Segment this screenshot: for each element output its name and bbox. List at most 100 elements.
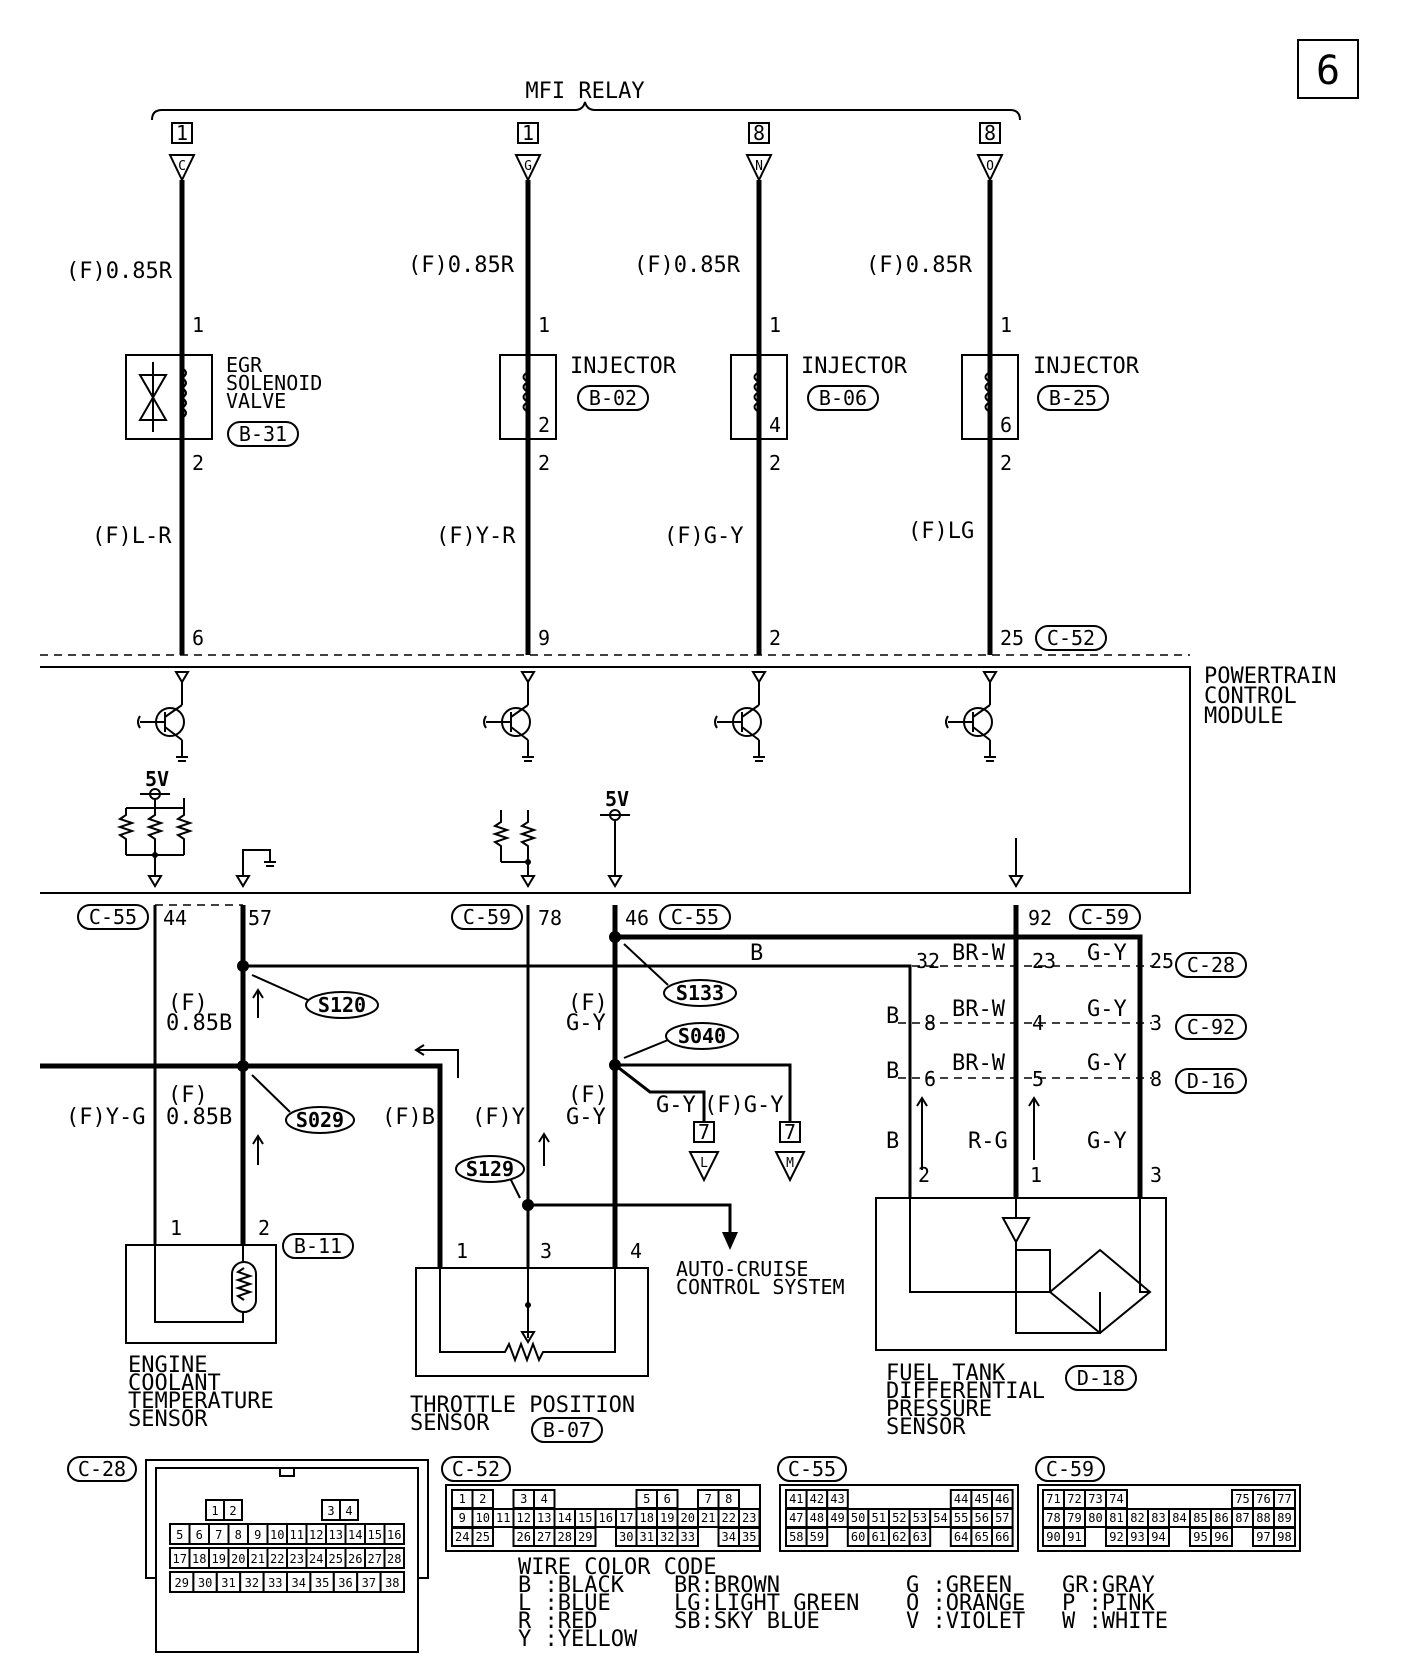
c52-pin: 25 bbox=[476, 1530, 490, 1544]
c59-pin: 85 bbox=[1193, 1511, 1207, 1525]
c55-pin: 59 bbox=[810, 1530, 824, 1544]
c59-pin: 96 bbox=[1214, 1530, 1228, 1544]
c59-pin: 77 bbox=[1277, 1492, 1291, 1506]
c52-pin: 32 bbox=[660, 1530, 674, 1544]
c59-pin: 79 bbox=[1067, 1511, 1081, 1525]
wire-label-lower-1: (F)L-R bbox=[92, 524, 172, 549]
relay-terminal-3: 8 N bbox=[745, 121, 773, 183]
splice-dot-s129 bbox=[522, 1199, 534, 1211]
svg-text:LG:LIGHT GREEN: LG:LIGHT GREEN bbox=[674, 1591, 859, 1616]
c59-pin: 89 bbox=[1277, 1511, 1291, 1525]
c52-pin: 16 bbox=[599, 1511, 613, 1525]
page-number-box bbox=[1297, 39, 1359, 99]
c55-pin: 64 bbox=[954, 1530, 968, 1544]
svg-text:BR-W: BR-W bbox=[952, 1051, 1006, 1076]
svg-text:7: 7 bbox=[698, 1120, 710, 1144]
svg-text:4: 4 bbox=[769, 413, 781, 437]
c59-pin: 98 bbox=[1277, 1530, 1291, 1544]
relay-terminal-1: 1 C bbox=[168, 121, 196, 183]
svg-text:THROTTLE POSITION: THROTTLE POSITION bbox=[410, 1393, 635, 1418]
wire-color-code: WIRE COLOR CODE B :BLACK L :BLUE R :RED … bbox=[518, 1555, 1168, 1652]
ftdps-pin-1: 1 bbox=[1030, 1163, 1042, 1187]
c28-pin: 7 bbox=[215, 1528, 222, 1542]
svg-text:C-55: C-55 bbox=[788, 1457, 836, 1481]
page-number: 6 bbox=[1316, 48, 1340, 94]
wire-label-gy-1b: G-Y bbox=[566, 1011, 606, 1036]
c52-pin: 20 bbox=[681, 1511, 695, 1525]
pcm-tps-resistors bbox=[491, 810, 538, 888]
c59-pin: 82 bbox=[1130, 1511, 1144, 1525]
splice-dot-s029 bbox=[237, 1060, 249, 1072]
c59-pin: 75 bbox=[1235, 1492, 1249, 1506]
wire-label-lower-4: (F)LG bbox=[908, 519, 974, 544]
c59-pin: 76 bbox=[1256, 1492, 1270, 1506]
c59-pin: 81 bbox=[1109, 1511, 1123, 1525]
c28-pin: 26 bbox=[348, 1552, 362, 1566]
wire-label-fgy: (F)G-Y bbox=[704, 1093, 783, 1118]
svg-text:C: C bbox=[178, 159, 186, 174]
c28-pin: 21 bbox=[251, 1552, 265, 1566]
harness-row-c28: 32 BR-W 23 G-Y 25 C-28 bbox=[916, 941, 1247, 978]
c52-pin: 26 bbox=[517, 1530, 531, 1544]
c59-pin: 87 bbox=[1235, 1511, 1249, 1525]
svg-text:S040: S040 bbox=[678, 1024, 726, 1048]
ftdps-pin-2: 2 bbox=[918, 1163, 930, 1187]
pcm-pin-2: 2 bbox=[769, 626, 781, 650]
tps-sensor: 1 3 4 THROTTLE POSITION SENSOR B-07 bbox=[410, 1239, 649, 1443]
c55-pin: 61 bbox=[871, 1530, 885, 1544]
pcm-label-2: CONTROL bbox=[1204, 684, 1297, 709]
c28-pin: 5 bbox=[176, 1528, 183, 1542]
svg-text:S029: S029 bbox=[296, 1108, 344, 1132]
c55-pin: 62 bbox=[892, 1530, 906, 1544]
svg-text:C-52: C-52 bbox=[452, 1457, 500, 1481]
pcm-conn-c55-left-label: C-55 bbox=[89, 905, 137, 929]
ect-sensor: 1 2 B-11 ENGINE COOLANT TEMPERATURE SENS… bbox=[125, 1216, 354, 1432]
harness-b-3: B bbox=[886, 1129, 899, 1154]
c59-pin: 93 bbox=[1130, 1530, 1144, 1544]
c52-pin: 1 bbox=[459, 1492, 466, 1506]
c59-pin: 80 bbox=[1088, 1511, 1102, 1525]
wire-s029-ground bbox=[40, 1063, 443, 1268]
c55-pin: 55 bbox=[954, 1511, 968, 1525]
pcm-box bbox=[40, 666, 1191, 894]
c28-pin: 35 bbox=[315, 1576, 329, 1590]
c55-pin: 56 bbox=[974, 1511, 988, 1525]
wire-label-gy-2b: G-Y bbox=[566, 1105, 606, 1130]
svg-text:8: 8 bbox=[924, 1011, 936, 1035]
svg-text:S133: S133 bbox=[676, 981, 724, 1005]
wire-label-fy: (F)Y bbox=[472, 1105, 525, 1130]
svg-text:EGR: EGR bbox=[226, 353, 263, 377]
c59-pin: 90 bbox=[1046, 1530, 1060, 1544]
c28-cell bbox=[383, 1523, 405, 1545]
pcm-driver-2 bbox=[483, 671, 536, 762]
svg-text:2: 2 bbox=[258, 1216, 270, 1240]
pcm-top-connector-label: C-52 bbox=[1047, 626, 1095, 650]
svg-text:V :VIOLET: V :VIOLET bbox=[906, 1609, 1025, 1634]
c28-pin: 38 bbox=[385, 1576, 399, 1590]
c28-cell bbox=[223, 1499, 243, 1521]
pcm-conn-c55-mid bbox=[659, 904, 731, 930]
svg-text:5V: 5V bbox=[145, 767, 169, 791]
svg-text:B-06: B-06 bbox=[819, 386, 867, 410]
svg-text:3: 3 bbox=[540, 1239, 552, 1263]
svg-text:B-07: B-07 bbox=[543, 1418, 591, 1442]
splice-s040: S040 bbox=[623, 1022, 739, 1059]
pcm-driver-1 bbox=[137, 671, 190, 762]
pcm-ect-resistors: 5V bbox=[116, 767, 194, 888]
c28-pin: 30 bbox=[198, 1576, 212, 1590]
svg-text:4: 4 bbox=[630, 1239, 642, 1263]
c28-pin: 12 bbox=[309, 1528, 323, 1542]
pcm-conn-c59-right-label: C-59 bbox=[1081, 905, 1129, 929]
svg-text:1: 1 bbox=[192, 313, 204, 337]
splice-s029: S029 bbox=[251, 1074, 355, 1134]
svg-text:1: 1 bbox=[1000, 313, 1012, 337]
c28-pin: 34 bbox=[291, 1576, 305, 1590]
svg-text:SENSOR: SENSOR bbox=[410, 1411, 490, 1436]
flow-arrow-4 bbox=[538, 1132, 550, 1166]
c55-pin: 41 bbox=[789, 1492, 803, 1506]
c52-cell bbox=[676, 1527, 699, 1547]
pcm-pin-25: 25 bbox=[1000, 626, 1024, 650]
